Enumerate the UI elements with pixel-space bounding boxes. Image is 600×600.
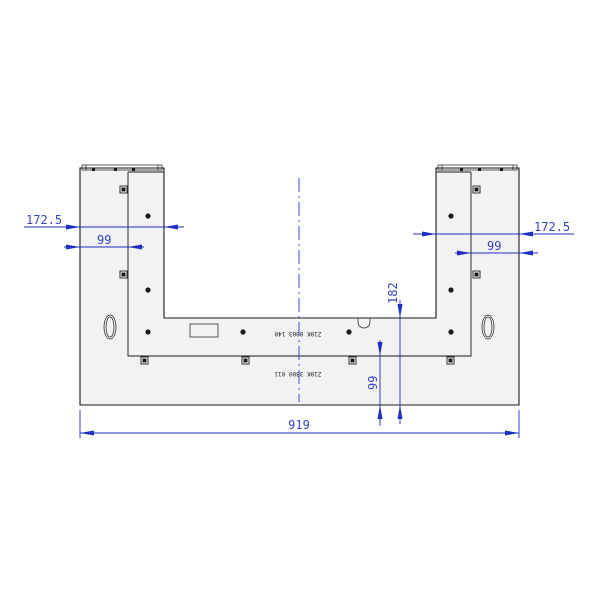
u-frame-outline <box>79 167 520 406</box>
right-top-bracket <box>437 164 518 171</box>
dim-right-inner-text: 99 <box>487 239 501 253</box>
dim-left-outer-text: 172.5 <box>26 213 62 227</box>
dim-right-outer: 172.5 <box>413 220 574 237</box>
left-slot <box>103 314 117 340</box>
dim-right-outer-text: 172.5 <box>534 220 570 234</box>
dim-left-outer: 172.5 <box>24 213 184 230</box>
dim-overall-width-text: 919 <box>288 418 310 432</box>
dim-notch-height-text: 182 <box>386 282 400 304</box>
part-label-lower: Z10K 3800 011 <box>274 370 321 377</box>
dim-bottom-height: 99 <box>366 340 383 426</box>
right-arm-features <box>448 185 495 340</box>
dim-right-inner: 99 <box>455 239 538 256</box>
dim-bottom-height-text: 99 <box>366 376 380 390</box>
left-top-bracket <box>81 164 163 171</box>
dim-notch-height: 182 <box>386 282 403 424</box>
right-slot <box>481 314 495 340</box>
dim-left-inner: 99 <box>64 233 144 250</box>
dim-left-inner-text: 99 <box>97 233 111 247</box>
bottom-web-features <box>140 318 455 365</box>
left-arm-features <box>103 185 151 340</box>
center-notch <box>357 318 371 329</box>
part-label-upper: Z10K 0003 140 <box>274 330 321 337</box>
label-window <box>189 323 219 338</box>
dim-overall-width: 919 <box>79 410 520 438</box>
